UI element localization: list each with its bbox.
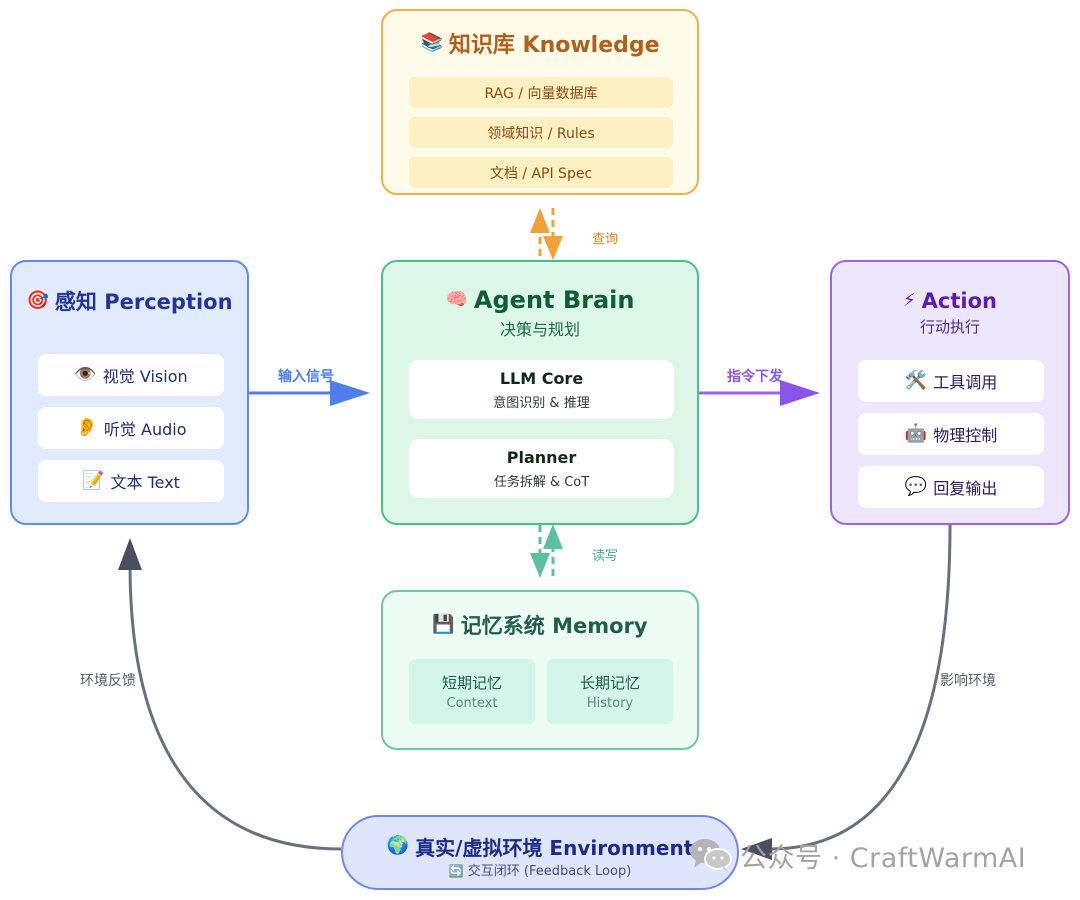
brain-item-llm-core: LLM Core 意图识别 & 推理 [409,360,674,419]
memory-title-text: 记忆系统 Memory [460,614,648,638]
memory-title: 💾 记忆系统 Memory [383,610,697,640]
target-icon: 🎯 [26,290,49,311]
memory-item-short-term: 短期记忆 Context [409,659,535,724]
tools-icon: 🛠️ [904,370,928,391]
effect-arrow-head [741,838,772,860]
query-arrow-down-head [543,236,563,260]
feedback-curve [128,564,342,851]
perception-item-text: 📝 文本 Text [38,460,224,502]
memo-icon: 📝 [82,470,105,491]
readwrite-arrow-up-head [543,524,563,549]
brain-title-text: Agent Brain [473,286,635,314]
knowledge-title: 📚 知识库 Knowledge [383,27,697,59]
watermark-text: 公众号 · CraftWarmAI [740,842,1027,874]
input-signal-arrow-head [330,380,370,406]
brain-item-desc: 意图识别 & 推理 [493,395,590,411]
books-icon: 📚 [420,32,443,53]
memory-box: 💾 记忆系统 Memory 短期记忆 Context 长期记忆 History [381,590,699,750]
globe-icon: 🌍 [386,835,410,856]
environment-box: 🌍 真实/虚拟环境 Environment 🔄 交互闭环 (Feedback L… [341,815,739,890]
knowledge-item-rules: 领域知识 / Rules [409,117,673,148]
command-label: 指令下发 [727,369,783,385]
brain-item-name: Planner [506,447,577,467]
memory-item-desc: Context [446,696,498,711]
brain-item-desc: 任务拆解 & CoT [493,474,590,490]
action-item-label: 回复输出 [933,479,998,498]
readwrite-label: 读写 [592,549,619,564]
memory-item-desc: History [586,696,634,711]
knowledge-title-text: 知识库 Knowledge [448,33,660,58]
lightning-icon: ⚡ [903,290,916,311]
effect-label: 影响环境 [940,673,996,689]
ear-icon: 👂 [75,417,98,438]
environment-title: 🌍 真实/虚拟环境 Environment [343,832,737,860]
action-item-reply-output: 💬 回复输出 [858,466,1044,508]
perception-item-label: 文本 Text [110,473,180,492]
perception-box: 🎯 感知 Perception 👁️ 视觉 Vision 👂 听觉 Audio … [10,260,249,525]
environment-title-text: 真实/虚拟环境 Environment [415,835,694,860]
action-box: ⚡ Action 行动执行 🛠️ 工具调用 🤖 物理控制 💬 回复输出 [830,260,1070,525]
action-item-physical-control: 🤖 物理控制 [858,413,1044,455]
floppy-disk-icon: 💾 [432,614,455,635]
feedback-arrow-head [118,538,142,570]
query-arrow-up-head [530,208,550,233]
eye-icon: 👁️ [74,364,97,385]
brain-item-name: LLM Core [499,368,584,388]
action-subtitle: 行动执行 [919,318,980,336]
perception-item-label: 视觉 Vision [102,367,188,386]
action-item-label: 工具调用 [933,373,998,392]
command-arrow-head [780,380,820,406]
effect-curve [769,524,952,851]
brain-icon: 🧠 [445,289,468,310]
brain-title: 🧠 Agent Brain [383,284,697,316]
speech-bubble-icon: 💬 [904,476,928,497]
perception-item-vision: 👁️ 视觉 Vision [38,354,224,396]
action-title-text: Action [921,289,997,313]
perception-title-text: 感知 Perception [54,290,233,314]
knowledge-item-api-spec: 文档 / API Spec [409,157,673,188]
environment-subtitle-text: 交互闭环 (Feedback Loop) [467,864,632,879]
brain-subtitle: 决策与规划 [499,320,580,339]
readwrite-arrow-down-head [530,553,550,578]
perception-title: 🎯 感知 Perception [12,286,247,316]
robot-icon: 🤖 [904,423,928,444]
environment-subtitle: 🔄 交互闭环 (Feedback Loop) [343,860,737,879]
feedback-label: 环境反馈 [80,673,136,689]
memory-item-name: 长期记忆 [579,674,640,692]
perception-item-audio: 👂 听觉 Audio [38,407,224,449]
action-item-tool-call: 🛠️ 工具调用 [858,360,1044,402]
memory-item-name: 短期记忆 [441,674,502,692]
knowledge-box: 📚 知识库 Knowledge RAG / 向量数据库 领域知识 / Rules… [381,9,699,195]
watermark: 公众号 · CraftWarmAI [688,835,1026,875]
action-item-label: 物理控制 [933,426,998,445]
brain-item-planner: Planner 任务拆解 & CoT [409,439,674,498]
action-title: ⚡ Action [832,286,1068,316]
cycle-icon: 🔄 [448,864,464,878]
agent-brain-box: 🧠 Agent Brain 决策与规划 LLM Core 意图识别 & 推理 P… [381,260,699,525]
query-label: 查询 [592,232,619,247]
memory-item-long-term: 长期记忆 History [547,659,673,724]
input-signal-label: 输入信号 [278,369,334,385]
perception-item-label: 听觉 Audio [103,420,187,439]
knowledge-item-rag: RAG / 向量数据库 [409,77,673,108]
wechat-icon [690,839,732,872]
